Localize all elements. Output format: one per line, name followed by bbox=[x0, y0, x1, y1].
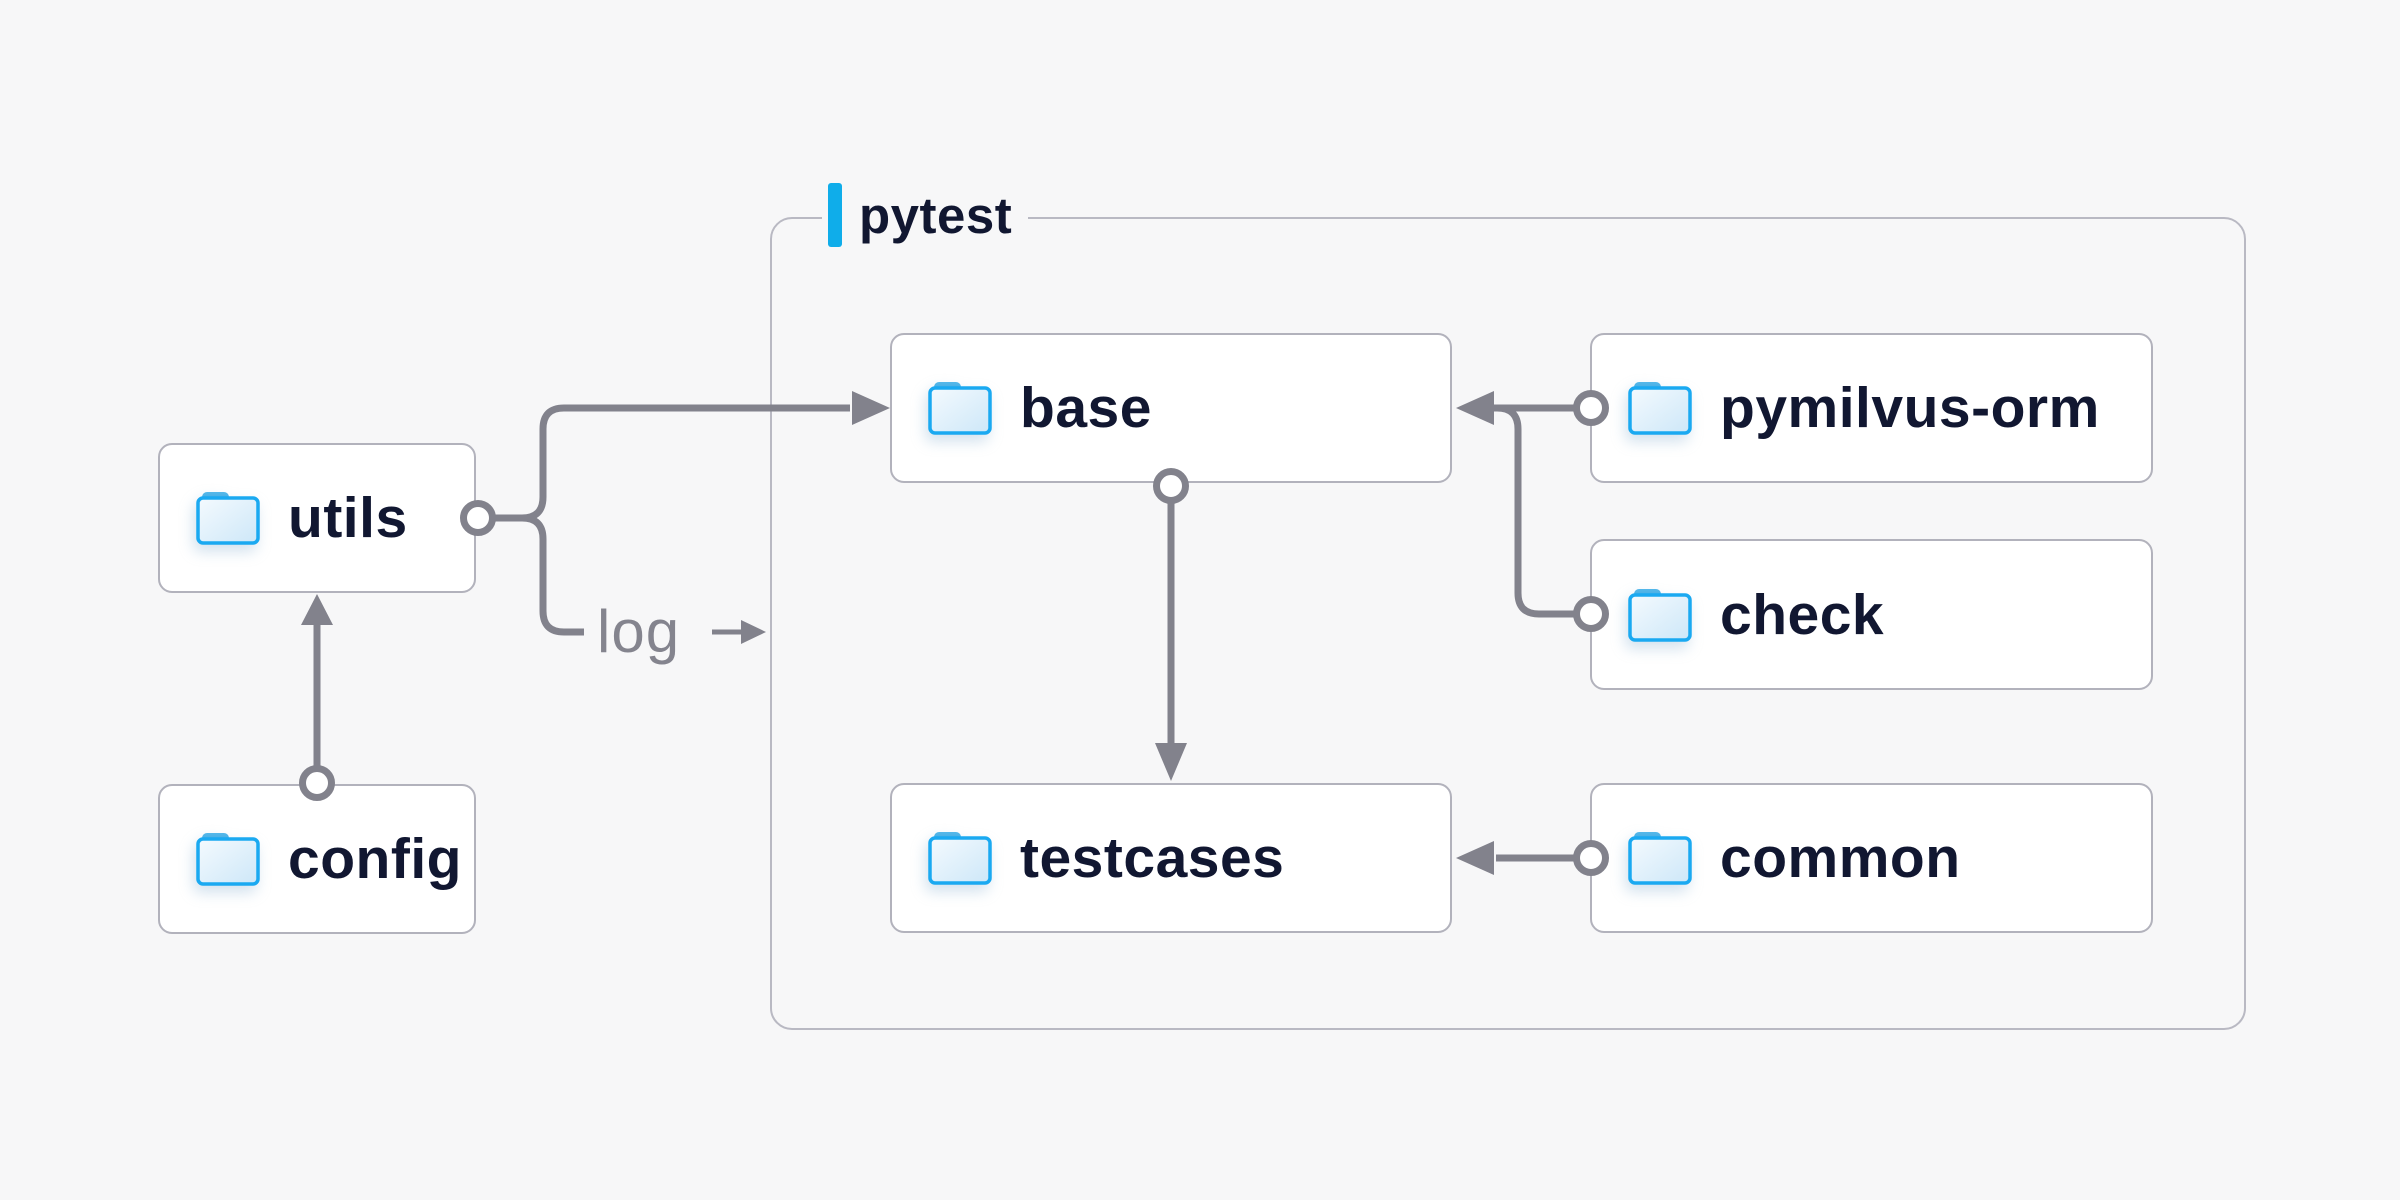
node-label: testcases bbox=[1020, 826, 1285, 890]
node-label: common bbox=[1720, 826, 1961, 890]
folder-icon bbox=[1628, 380, 1692, 435]
edge-config-utils bbox=[299, 594, 335, 801]
node-utils: utils bbox=[158, 443, 476, 593]
pytest-group-label: pytest bbox=[822, 180, 1029, 250]
node-base: base bbox=[890, 333, 1452, 483]
folder-icon bbox=[196, 490, 260, 545]
folder-icon bbox=[928, 830, 992, 885]
pytest-group-box bbox=[770, 217, 2246, 1030]
folder-icon bbox=[196, 831, 260, 886]
node-config: config bbox=[158, 784, 476, 934]
node-label: pymilvus-orm bbox=[1720, 376, 2100, 440]
node-label: utils bbox=[288, 486, 408, 550]
folder-icon bbox=[928, 380, 992, 435]
accent-bar bbox=[828, 183, 842, 247]
group-title: pytest bbox=[859, 186, 1013, 244]
node-common: common bbox=[1590, 783, 2153, 933]
node-label: config bbox=[288, 827, 462, 891]
node-label: base bbox=[1020, 376, 1152, 440]
node-label: check bbox=[1720, 582, 1885, 647]
folder-icon bbox=[1628, 586, 1692, 642]
node-pymilvus-orm: pymilvus-orm bbox=[1590, 333, 2153, 483]
log-label: log bbox=[597, 598, 681, 665]
folder-icon bbox=[1628, 830, 1692, 885]
node-testcases: testcases bbox=[890, 783, 1452, 933]
node-check: check bbox=[1590, 539, 2153, 690]
